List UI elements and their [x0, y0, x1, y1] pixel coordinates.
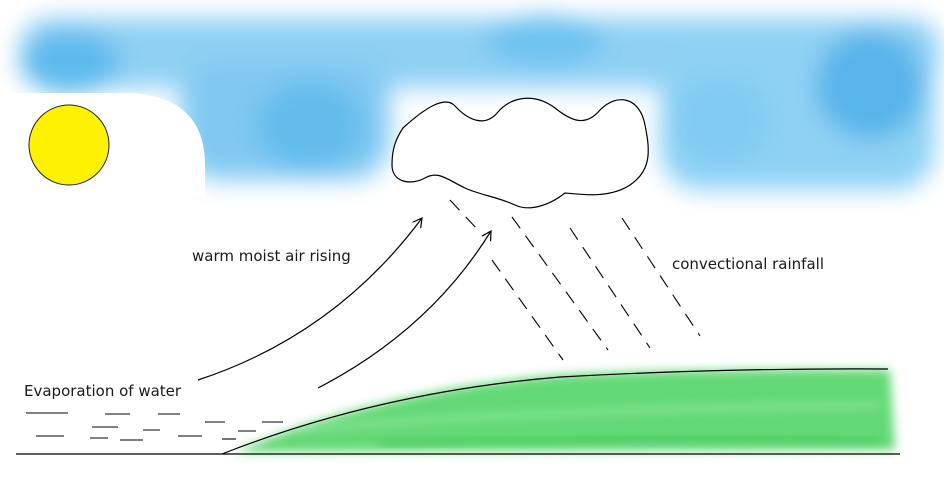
sun-icon: [28, 104, 110, 186]
sky-wash: [20, 15, 940, 190]
arrow-up-icon: [197, 217, 423, 381]
evaporation-label: Evaporation of water: [24, 382, 182, 400]
water-surface: [26, 412, 283, 441]
arrow-up-icon: [317, 229, 492, 389]
warm-air-label: warm moist air rising: [192, 247, 351, 265]
land: [235, 369, 895, 452]
land-outline: [221, 368, 889, 455]
rainfall-label: convectional rainfall: [672, 255, 824, 273]
rain-lines: [449, 199, 701, 361]
cloud-icon: [391, 97, 649, 209]
